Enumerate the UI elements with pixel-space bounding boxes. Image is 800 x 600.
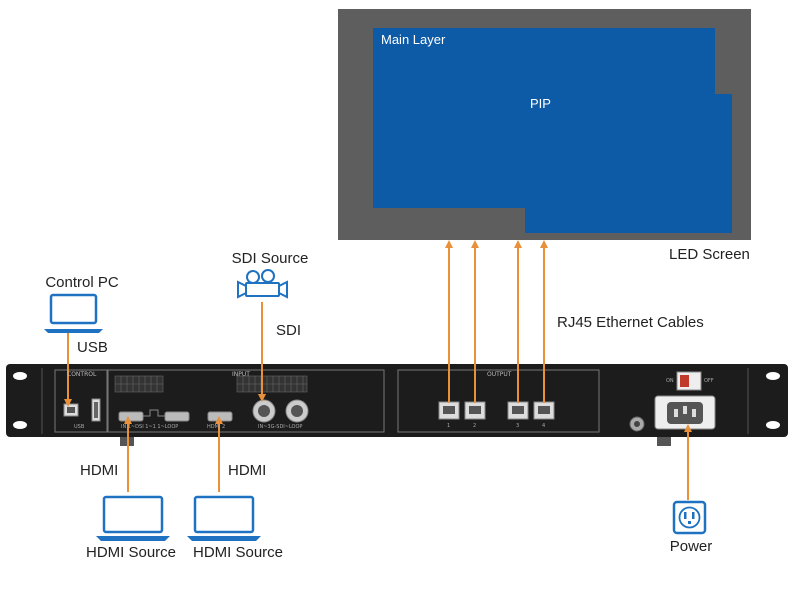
rj45-port-number: 1: [447, 423, 451, 429]
hdmi-in2-label: HDMI 2: [207, 424, 226, 430]
rj45-label: RJ45 Ethernet Cables: [557, 314, 704, 331]
hdmi-port: [118, 411, 144, 422]
switch-on-label: ON: [666, 378, 674, 384]
power-outlet-icon: [672, 500, 707, 535]
ac-inlet-pin: [692, 409, 696, 417]
control-panel: [54, 369, 108, 433]
panel-control-label: CONTROL: [67, 371, 97, 378]
sdi-bnc-in-inner: [258, 405, 270, 417]
panel-input-label: INPUT: [232, 371, 250, 378]
output-panel: [397, 369, 600, 433]
connection-arrows: [64, 240, 692, 500]
sdi-source-label: SDI Source: [231, 250, 309, 267]
video-camera-icon: [237, 269, 288, 299]
switch-off-label: OFF: [704, 378, 714, 384]
device-body: [6, 364, 788, 437]
device-foot: [657, 437, 671, 446]
rack-ear-hole: [13, 372, 27, 380]
power-switch-rocker: [680, 375, 689, 387]
rack-ear-hole: [13, 421, 27, 429]
led-screen-label: LED Screen: [669, 246, 750, 263]
control-pc-label: Control PC: [45, 274, 119, 291]
sdi-label: SDI: [276, 322, 302, 339]
rack-ear-hole: [766, 421, 780, 429]
hdmi-in-label: IN 1~DSI 1~1 1~LOOP: [121, 424, 179, 430]
rj45-port-number: 2: [473, 423, 477, 429]
processor-device: [6, 364, 788, 446]
hdmi-label-1: HDMI: [80, 462, 119, 479]
hdmi-source-label-2: HDMI Source: [192, 544, 284, 561]
laptop-icon: [96, 495, 170, 541]
power-label: Power: [669, 538, 713, 555]
ground-screw-inner: [634, 421, 640, 427]
sdi-bnc-loop-inner: [291, 405, 303, 417]
rj45-port-number: 3: [516, 423, 520, 429]
sdi-port-label: IN~3G-SDI~LOOP: [258, 424, 303, 430]
hdmi-bracket: [143, 409, 165, 417]
laptop-icon: [44, 293, 103, 333]
pip-label: PIP: [530, 96, 551, 111]
panel-output-label: OUTPUT: [487, 371, 512, 378]
input-panel: [107, 369, 385, 433]
rj45-port-number: 4: [542, 423, 546, 429]
hdmi-label-2: HDMI: [228, 462, 267, 479]
usb-a-port-inner: [94, 402, 98, 418]
rack-ear-hole: [766, 372, 780, 380]
ac-inlet-pin: [674, 409, 678, 417]
usb-label: USB: [77, 339, 108, 356]
usb-port-label: USB: [74, 424, 85, 430]
hdmi-port: [164, 411, 190, 422]
usb-b-port-inner: [67, 407, 75, 413]
main-layer-label: Main Layer: [381, 32, 446, 47]
hdmi-source-label-1: HDMI Source: [85, 544, 177, 561]
laptop-icon: [187, 495, 261, 541]
hdmi-port: [207, 411, 233, 422]
ac-inlet-pin: [683, 406, 687, 414]
pip-layer: [525, 94, 732, 233]
